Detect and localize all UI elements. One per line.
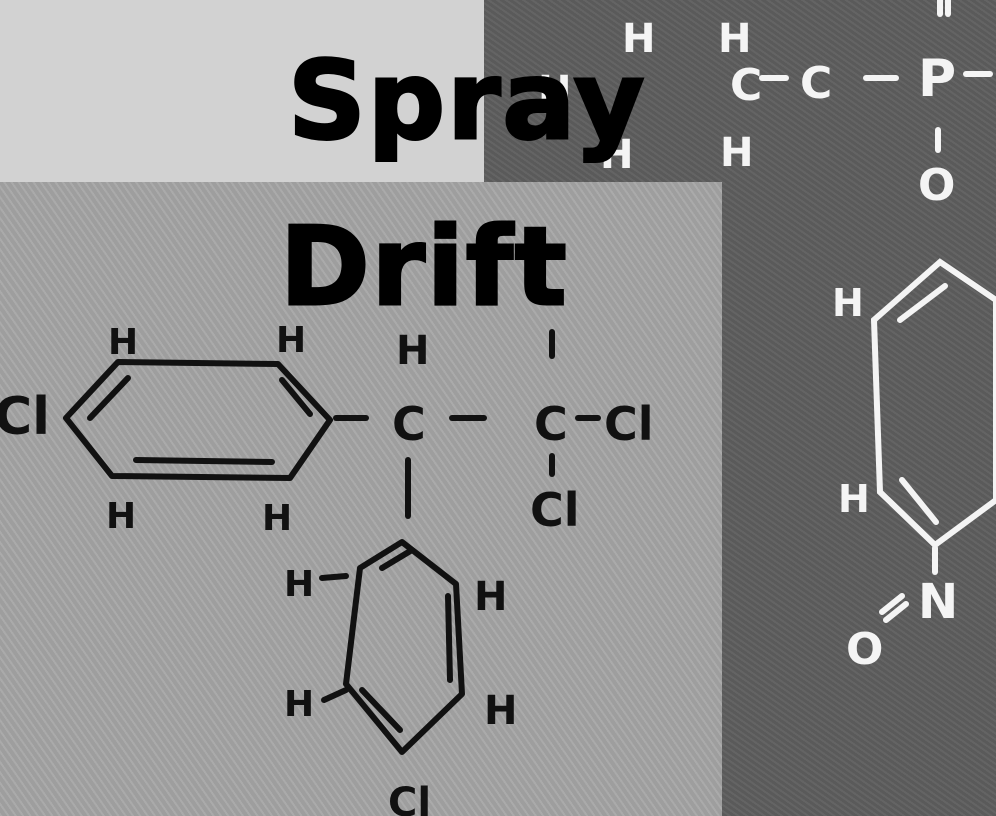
atom-label: O (918, 160, 955, 211)
ink-double-bond (87, 375, 131, 421)
title-drift: Drift (279, 205, 569, 330)
atom-label: H (484, 688, 517, 734)
ink-bond (319, 573, 349, 581)
chalk-double-bond (897, 283, 948, 323)
atom-label: H (396, 328, 429, 374)
ink-double-bond (279, 377, 313, 417)
chalk-molecule (759, 0, 996, 623)
atom-label: C (534, 397, 568, 451)
ink-ring-1 (63, 359, 333, 481)
light-gray-panel (0, 0, 484, 182)
atom-label: H (720, 130, 753, 176)
atom-label: H (838, 477, 870, 521)
atom-label: O (846, 624, 883, 675)
chalk-bond (879, 593, 905, 615)
ink-double-bond (133, 457, 275, 465)
atom-label: H (538, 68, 571, 114)
chalk-double-bond (899, 477, 939, 525)
atom-label: C (730, 60, 762, 111)
atom-label: H (284, 684, 314, 725)
atom-label: H (284, 564, 314, 605)
atom-label: H (600, 132, 633, 178)
atom-label: H (718, 16, 751, 62)
atom-label: H (106, 496, 136, 537)
atom-label: Cl (388, 780, 431, 816)
ink-molecule (63, 329, 601, 755)
atom-label: C (392, 397, 426, 451)
atom-label: N (918, 574, 958, 630)
atom-label: Cl (0, 387, 50, 447)
atom-label: P (918, 49, 956, 109)
atom-label: H (108, 322, 138, 363)
ink-bond (321, 687, 349, 703)
atom-label: Cl (530, 483, 580, 537)
chalk-ring (870, 258, 996, 549)
atom-label: H (474, 574, 507, 620)
ink-double-bond (379, 547, 415, 571)
chalk-bond (883, 601, 909, 623)
atom-label: H (276, 320, 306, 361)
medium-gray-panel (0, 182, 722, 816)
atom-label: H (262, 498, 292, 539)
atom-label: Cl (604, 397, 654, 451)
atom-label: H (622, 16, 655, 62)
ink-double-bond (445, 593, 453, 683)
ink-ring-2 (343, 539, 465, 755)
ink-double-bond (359, 687, 403, 733)
atom-label: H (832, 281, 864, 325)
title-spray: Spray (286, 39, 647, 164)
atom-label: C (800, 58, 832, 109)
